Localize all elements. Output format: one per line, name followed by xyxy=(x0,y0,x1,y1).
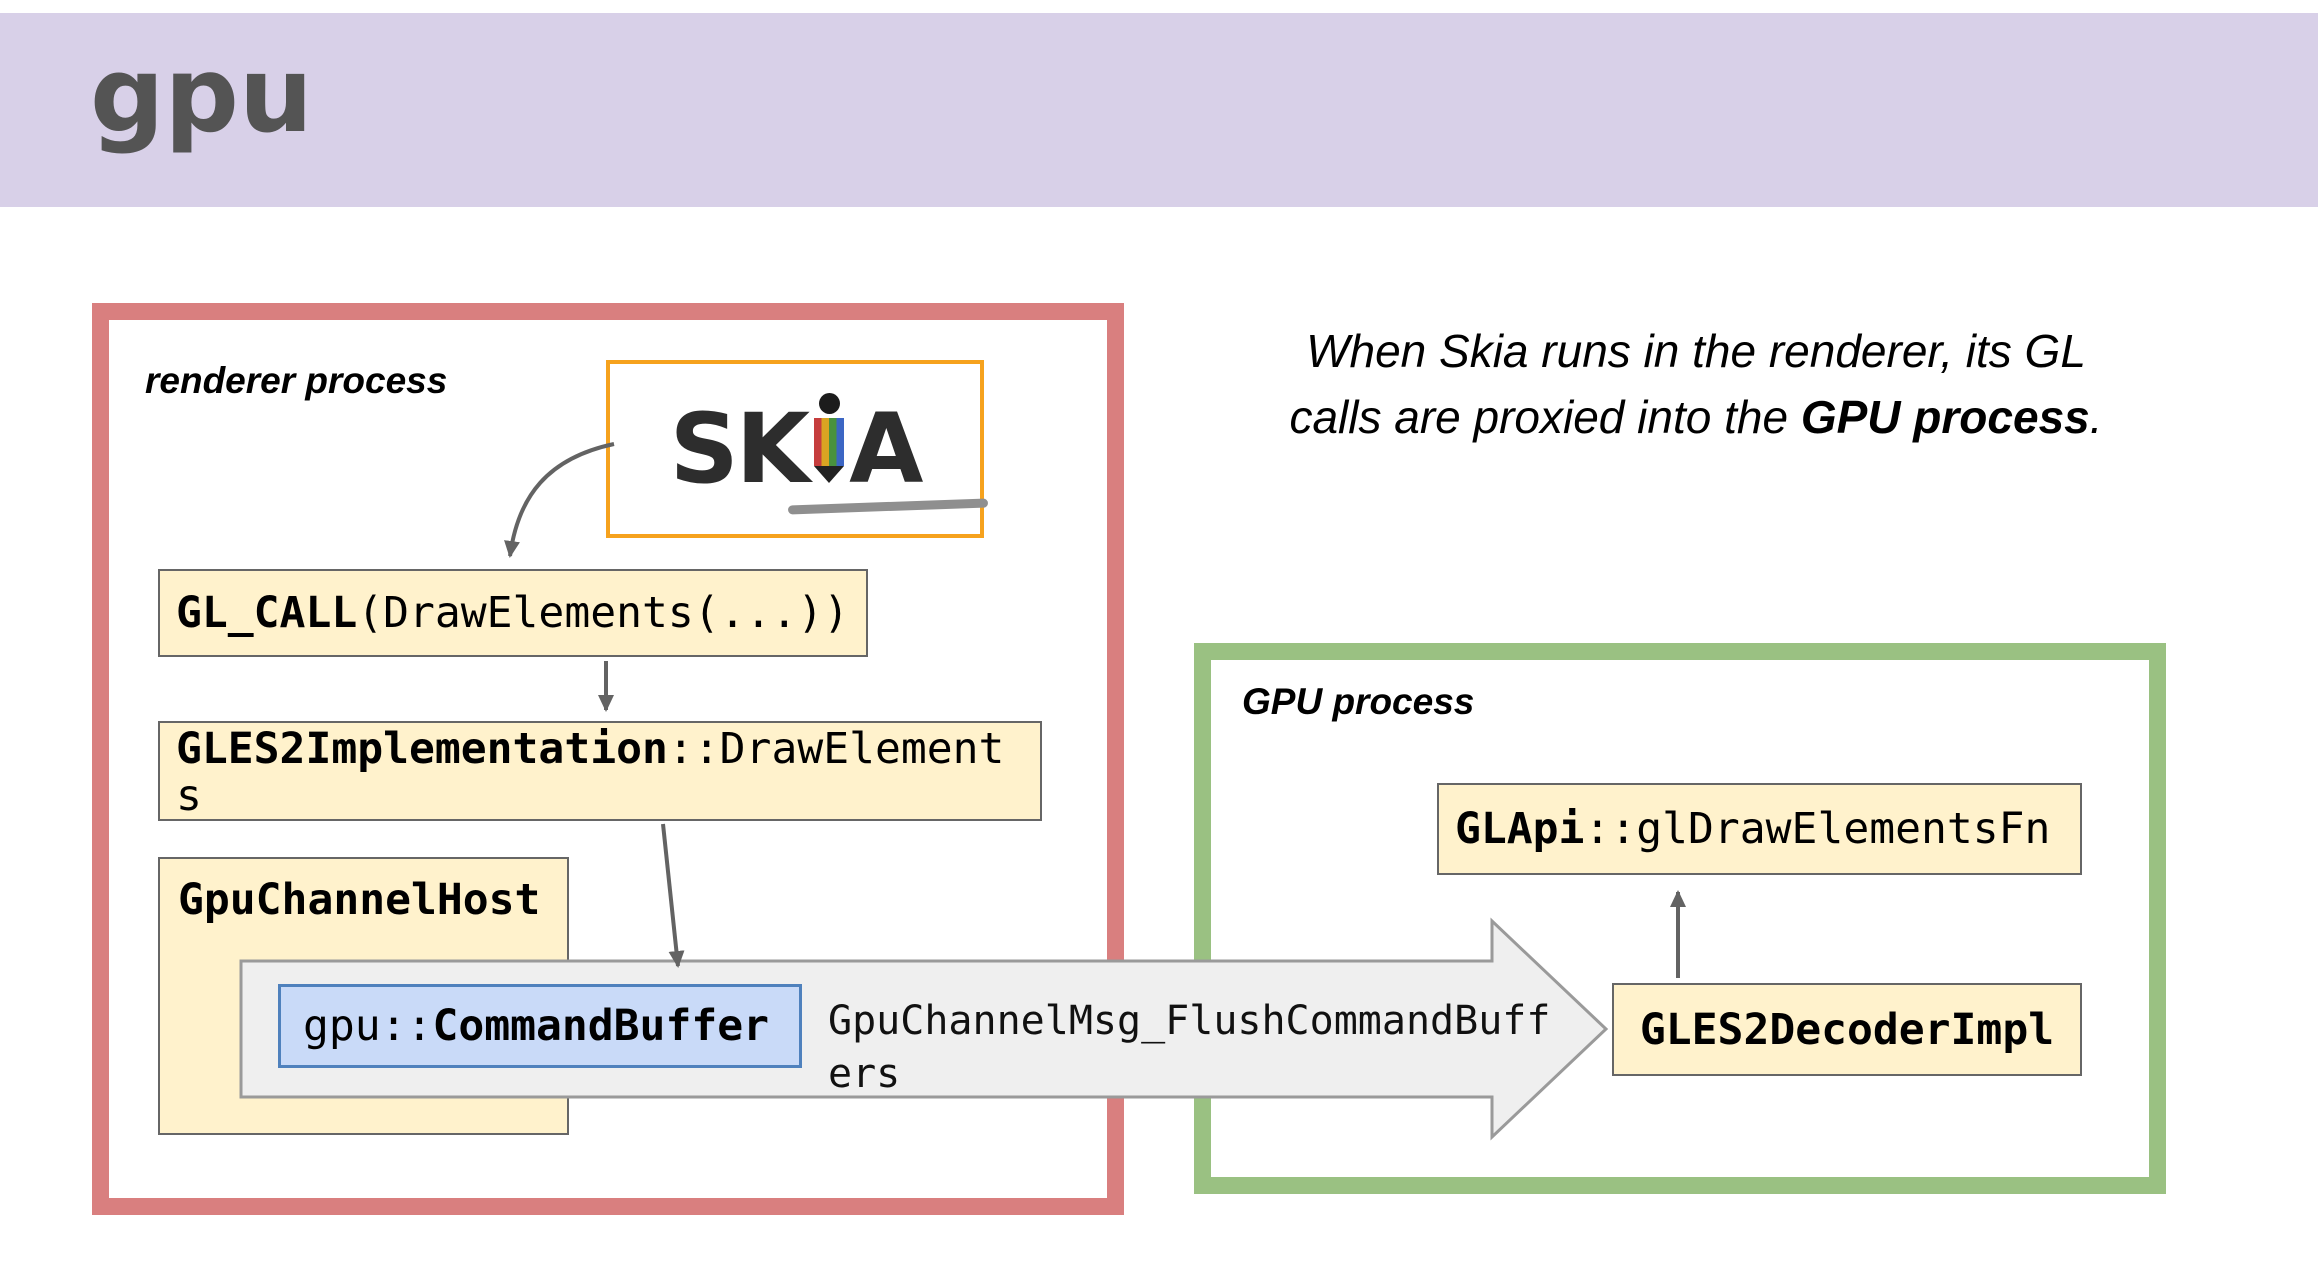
gles2-decoder-box: GLES2DecoderImpl xyxy=(1612,983,2082,1076)
caption: When Skia runs in the renderer, its GL c… xyxy=(1196,318,2196,450)
caption-line2-suffix: . xyxy=(2089,391,2103,443)
gles2-implementation-bold: GLES2Implementation xyxy=(176,724,668,774)
gl-api-bold: GLApi xyxy=(1455,804,1585,854)
gl-api-text: GLApi::glDrawElementsFn xyxy=(1455,804,2064,854)
caption-line1: When Skia runs in the renderer, its GL xyxy=(1306,325,2086,377)
skia-pencil-icon xyxy=(814,393,845,483)
gles2-implementation-rest: ::DrawElements xyxy=(176,724,1005,821)
gles2-implementation-text: GLES2Implementation::DrawElements xyxy=(176,726,1024,820)
caption-line2: calls are proxied into the GPU process. xyxy=(1196,384,2196,450)
header-bar xyxy=(0,13,2318,207)
gpu-process-label: GPU process xyxy=(1242,681,1475,722)
gl-call-rest: (DrawElements(...)) xyxy=(357,588,850,638)
slide-title: gpu xyxy=(90,34,313,156)
command-buffer-text: gpu::CommandBuffer xyxy=(303,1001,769,1051)
gl-call-bold: GL_CALL xyxy=(176,588,358,638)
skia-logo-box: SK A xyxy=(606,360,988,538)
gl-api-box: GLApi::glDrawElementsFn xyxy=(1437,783,2082,875)
ipc-message-label: GpuChannelMsg_FlushCommandBuffers xyxy=(828,998,1551,1097)
command-buffer-bold: CommandBuffer xyxy=(432,1001,769,1051)
gl-call-box: GL_CALL(DrawElements(...)) xyxy=(158,569,868,657)
renderer-process-label: renderer process xyxy=(145,360,448,401)
gpu-process-box xyxy=(1194,643,2166,1194)
gles2-decoder-label: GLES2DecoderImpl xyxy=(1639,1004,2055,1055)
gpu-channel-host-label: GpuChannelHost xyxy=(178,875,541,925)
skia-logo: SK A xyxy=(669,393,988,515)
command-buffer-prefix: gpu:: xyxy=(303,1001,433,1051)
gl-call-text: GL_CALL(DrawElements(...)) xyxy=(176,588,850,638)
caption-gpu-process-bold: GPU process xyxy=(1800,391,2090,443)
gl-api-rest: ::glDrawElementsFn xyxy=(1584,804,2051,854)
skia-logo-left-letters: SK xyxy=(669,393,811,505)
command-buffer-box: gpu::CommandBuffer xyxy=(278,984,802,1068)
caption-line2-prefix: calls are proxied into the xyxy=(1289,391,1801,443)
gles2-implementation-box: GLES2Implementation::DrawElements xyxy=(158,721,1042,821)
skia-logo-right-letter: A xyxy=(849,393,923,505)
